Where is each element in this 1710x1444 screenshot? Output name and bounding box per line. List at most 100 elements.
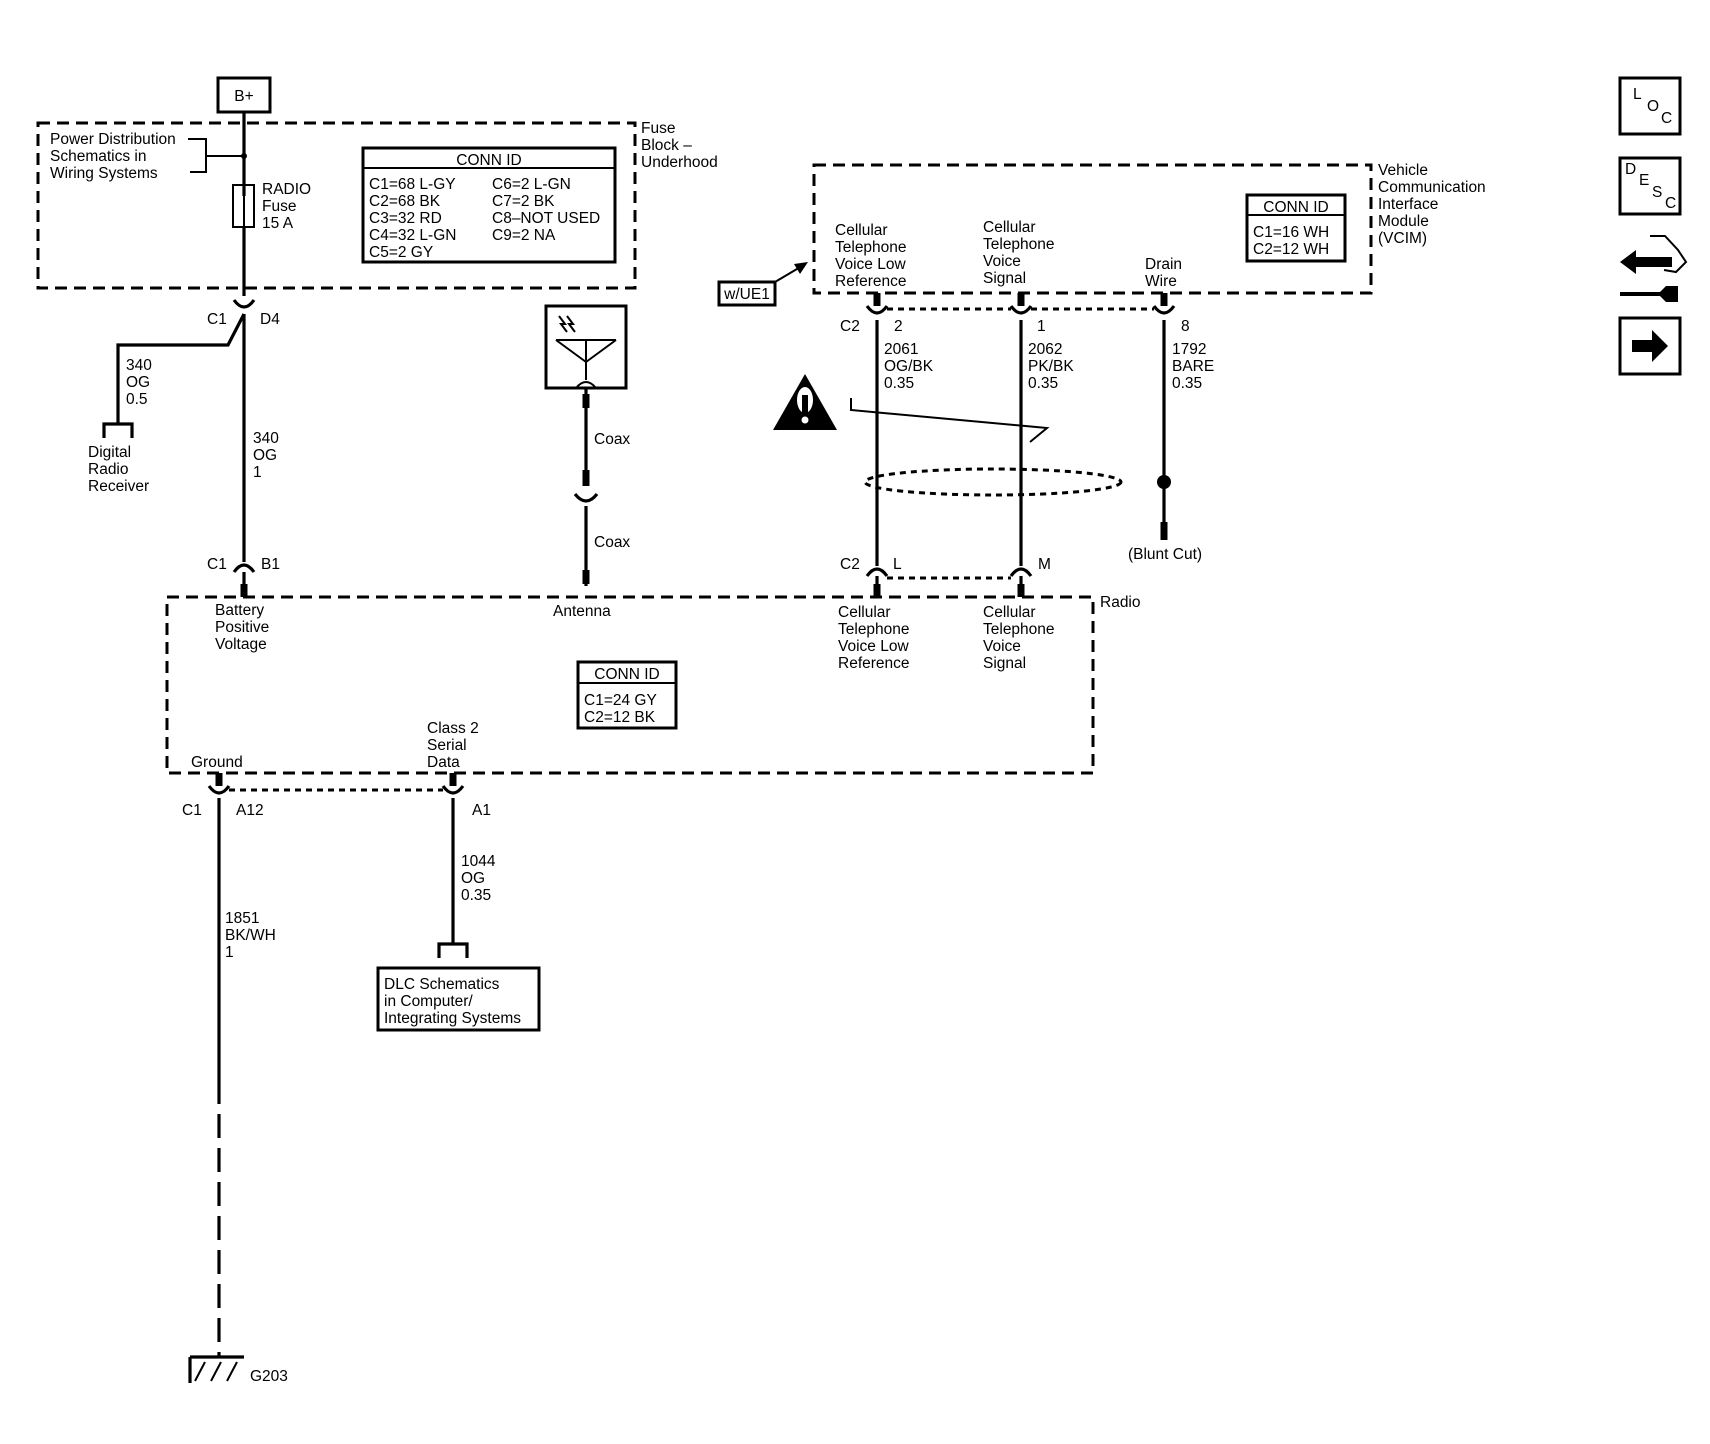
caution-icon[interactable] [773,374,837,430]
svg-text:OG/BK: OG/BK [884,358,934,375]
svg-text:1792: 1792 [1172,341,1206,358]
svg-text:BARE: BARE [1172,358,1214,375]
svg-text:Vehicle: Vehicle [1378,162,1428,179]
fuse-block-conn-id-table: CONN ID C1=68 L-GY C2=68 BK C3=32 RD C4=… [361,146,617,264]
svg-text:Receiver: Receiver [88,478,149,495]
radio-c1-a12-connector [207,785,231,795]
svg-text:Signal: Signal [983,655,1026,672]
svg-text:Class 2: Class 2 [427,720,479,737]
svg-text:O: O [1647,98,1659,115]
connector-c1-d4 [232,299,256,309]
radio-cell-low-label: Cellular Telephone Voice Low Reference [838,604,910,672]
svg-text:0.35: 0.35 [1028,375,1058,392]
svg-text:in Computer/: in Computer/ [384,993,473,1010]
svg-text:OG: OG [253,447,277,464]
bplus-label: B+ [234,88,253,105]
radio-a12-label: A12 [236,802,264,819]
svg-text:Signal: Signal [983,270,1026,287]
svg-text:C2=68 BK: C2=68 BK [369,193,441,210]
svg-text:Power Distribution: Power Distribution [50,131,176,148]
svg-text:PK/BK: PK/BK [1028,358,1074,375]
svg-text:Digital: Digital [88,444,131,461]
radio-c1-a1-connector [441,785,465,795]
radio-outline [165,595,1095,775]
svg-text:OG: OG [126,374,150,391]
svg-text:Positive: Positive [215,619,269,636]
svg-text:RADIO: RADIO [262,181,311,198]
svg-text:0.5: 0.5 [126,391,148,408]
svg-text:340: 340 [126,357,152,374]
radio-battery-label: Battery Positive Voltage [215,602,269,653]
wire-1792-label: 1792 BARE 0.35 [1172,341,1214,392]
svg-text:CONN ID: CONN ID [456,152,521,169]
svg-text:E: E [1639,172,1649,189]
svg-text:C2=12 WH: C2=12 WH [1253,241,1329,258]
svg-text:C1=16 WH: C1=16 WH [1253,224,1329,241]
next-arrow-button[interactable] [1618,316,1682,376]
radio-pin-l-label: L [893,556,902,573]
svg-text:Fuse: Fuse [262,198,296,215]
svg-text:Telephone: Telephone [983,621,1055,638]
svg-text:Telephone: Telephone [835,239,907,256]
svg-text:C2=12 BK: C2=12 BK [584,709,656,726]
svg-text:CONN ID: CONN ID [1263,199,1328,216]
radio-c1-bottom-label: C1 [182,802,202,819]
radio-serial-data-label: Class 2 Serial Data [427,720,479,771]
ground-symbol [188,1355,244,1383]
svg-text:Voice: Voice [983,638,1021,655]
digital-radio-receiver-ref[interactable]: Digital Radio Receiver [88,444,149,495]
svg-text:Underhood: Underhood [641,154,718,171]
drr-wire-label: 340 OG 0.5 [126,357,152,408]
drr-ref-bracket [102,422,134,438]
svg-text:OG: OG [461,870,485,887]
svg-text:Battery: Battery [215,602,264,619]
connector-d4-label: D4 [260,311,280,328]
wire-2061-label: 2061 OG/BK 0.35 [884,341,934,392]
svg-text:Communication: Communication [1378,179,1486,196]
radio-fuse: RADIO Fuse 15 A [232,181,311,232]
svg-text:Voice: Voice [983,253,1021,270]
svg-text:15 A: 15 A [262,215,294,232]
svg-text:Voltage: Voltage [215,636,267,653]
vcim-c2-pin8-connector [1152,305,1176,315]
svg-text:Cellular: Cellular [835,222,888,239]
svg-text:Fuse: Fuse [641,120,675,137]
dlc-schematics-ref[interactable]: DLC Schematics in Computer/ Integrating … [376,966,541,1032]
vcim-conn-id-table: CONN ID C1=16 WH C2=12 WH [1245,193,1347,263]
radio-a1-label: A1 [472,802,491,819]
svg-text:D: D [1625,161,1636,178]
radio-c2-l-connector [865,567,889,577]
svg-text:C1=68 L-GY: C1=68 L-GY [369,176,456,193]
svg-text:Reference: Reference [838,655,910,672]
radio-cell-signal-label: Cellular Telephone Voice Signal [983,604,1055,672]
svg-text:C6=2 L-GN: C6=2 L-GN [492,176,571,193]
svg-text:Integrating Systems: Integrating Systems [384,1010,521,1027]
radio-c1-top-label: C1 [207,556,227,573]
connector-wrench-icon[interactable] [1620,235,1688,302]
vcim-pin-2-label: 2 [894,318,903,335]
antenna-symbol [544,304,628,390]
svg-text:C9=2 NA: C9=2 NA [492,227,556,244]
svg-text:Telephone: Telephone [838,621,910,638]
svg-text:S: S [1652,184,1662,201]
vcim-name: Vehicle Communication Interface Module (… [1378,162,1486,247]
ground-g203-label: G203 [250,1368,288,1385]
loc-button[interactable]: L O C [1618,76,1682,136]
svg-text:1044: 1044 [461,853,496,870]
svg-text:Block –: Block – [641,137,692,154]
vcim-option-tag: w/UE1 [717,262,808,307]
radio-pin-m-label: M [1038,556,1051,573]
desc-button[interactable]: D E S C [1618,156,1682,216]
svg-text:Cellular: Cellular [983,219,1036,236]
svg-text:C8–NOT USED: C8–NOT USED [492,210,600,227]
coax-label-1: Coax [594,431,630,448]
vcim-c2-label: C2 [840,318,860,335]
svg-text:w/UE1: w/UE1 [723,286,770,303]
power-distribution-ref[interactable]: Power Distribution Schematics in Wiring … [50,131,244,182]
svg-text:BK/WH: BK/WH [225,927,276,944]
radio-antenna-label: Antenna [553,603,611,620]
svg-text:340: 340 [253,430,279,447]
svg-text:2061: 2061 [884,341,918,358]
drr-branch-wire [116,313,246,424]
